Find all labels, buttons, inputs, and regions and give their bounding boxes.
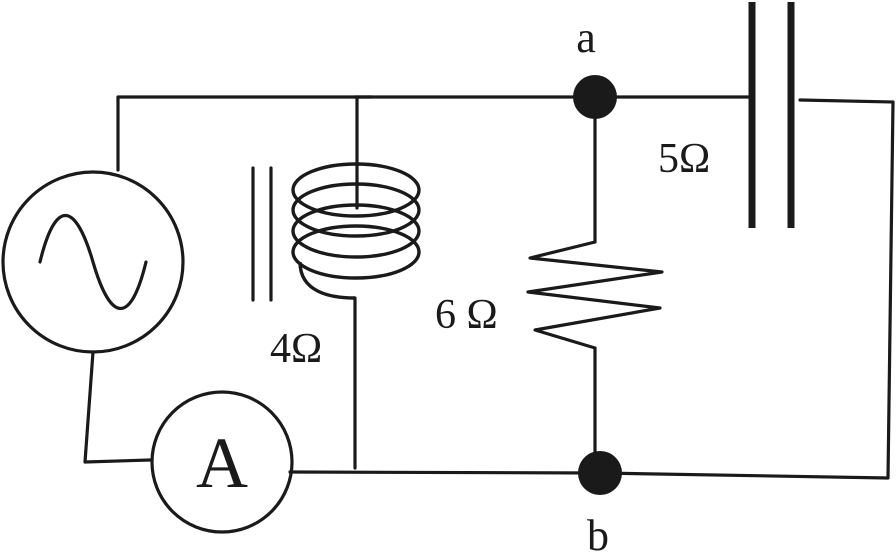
capacitor-icon: 5Ω: [658, 2, 795, 228]
resistor-branch: 6 Ω: [435, 95, 664, 475]
inductor-branch: 4Ω: [251, 95, 421, 470]
inductor-coil-icon: [291, 162, 421, 300]
node-b-label: b: [587, 511, 609, 557]
top-wire: [116, 95, 752, 172]
resistor-value-label: 6 Ω: [435, 292, 498, 338]
ac-source-icon: [1, 170, 185, 354]
node-a-dot: [573, 75, 617, 119]
node-a-label: a: [576, 13, 596, 62]
node-b-dot: [578, 451, 622, 495]
inductor-value-label: 4Ω: [270, 326, 322, 372]
right-wire: [598, 98, 895, 480]
ammeter-label: A: [196, 423, 248, 503]
inductor-core-icon: [251, 166, 273, 302]
source-ammeter-wire: [83, 350, 152, 464]
bottom-wire: [288, 470, 602, 475]
ammeter-icon: A: [150, 390, 294, 534]
capacitor-value-label: 5Ω: [658, 136, 710, 182]
